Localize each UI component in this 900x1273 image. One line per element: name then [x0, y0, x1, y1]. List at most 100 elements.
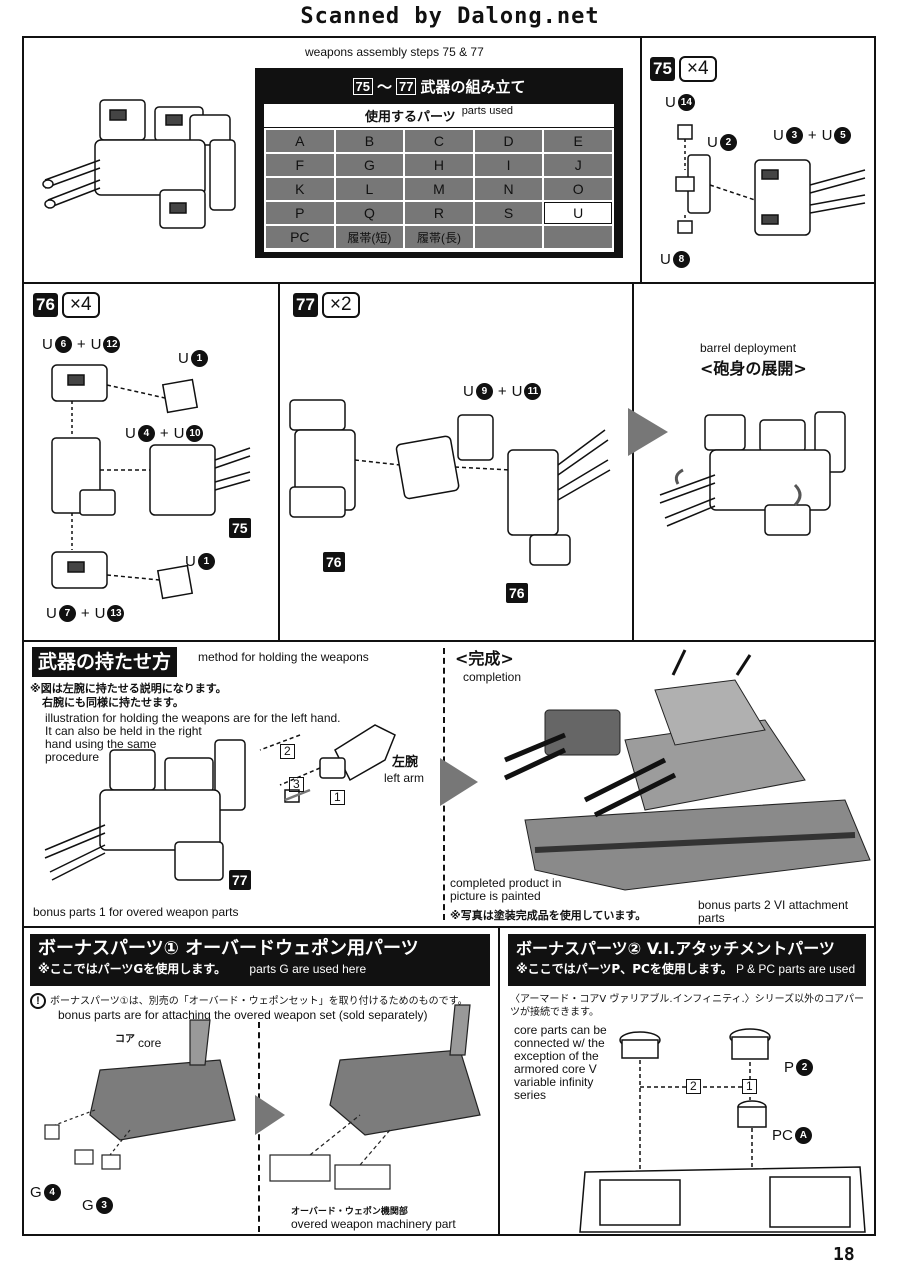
completion-jp: <完成> — [455, 649, 514, 668]
completion-note-jp: ※写真は塗装完成品を使用しています。 — [450, 909, 647, 922]
table-step-sep: ～ — [376, 78, 392, 96]
holding-step-1: 1 — [330, 790, 345, 805]
bonus2-note-jp: 〈アーマード・コアV ヴァリアブル.インフィニティ.〉シリーズ以外のコアパーツが… — [510, 994, 864, 1018]
bonus2-subtitle: ※ここではパーツP、PCを使用します。 P & PC parts are use… — [516, 962, 856, 976]
bonus1-note-jp: ボーナスパーツ①は、別売の「オーバード・ウェポンセット」を取り付けるためのもので… — [50, 995, 468, 1007]
ref-step-77: 77 — [229, 870, 251, 890]
bonus2-illustration — [579, 1028, 866, 1233]
parts-cell: O — [544, 178, 612, 200]
deploy-divider — [632, 282, 634, 642]
step77-illustration — [289, 399, 611, 566]
step75-illustration — [675, 124, 866, 236]
core-after-illustration — [269, 1004, 481, 1190]
left-arm-illustration — [259, 724, 396, 803]
step-multiplier: ×4 — [61, 292, 100, 318]
parts-cell: 履帯(短) — [335, 226, 404, 248]
bonus2-banner: ボーナスパーツ② V.I.アタッチメントパーツ ※ここではパーツP、PCを使用し… — [508, 934, 866, 986]
parts-cell: I — [474, 154, 543, 176]
parts-cell: S — [474, 202, 543, 224]
step-multiplier: ×2 — [321, 292, 360, 318]
holding-note-en-2: It can also be held in the right hand us… — [45, 724, 202, 764]
parts-cell: B — [335, 130, 404, 152]
core-label-en: core — [138, 1036, 162, 1050]
step75-badge: 75 ×4 — [650, 56, 717, 82]
parts-cell: K — [266, 178, 334, 200]
parts-cell: M — [405, 178, 473, 200]
top-caption: weapons assembly steps 75 & 77 — [305, 45, 484, 59]
parts-cell — [544, 226, 612, 248]
holding-note-en-1: illustration for holding the weapons are… — [45, 711, 341, 725]
left-arm-jp: 左腕 — [392, 755, 419, 770]
left-arm-en: left arm — [384, 771, 425, 785]
step-number: 76 — [33, 293, 58, 317]
arrow-right-icon — [440, 758, 478, 806]
completion-en: completion — [463, 670, 522, 684]
bonus1-note-en: bonus parts are for attaching the overed… — [58, 1008, 428, 1022]
step-multiplier: ×4 — [678, 56, 717, 82]
step76-badge: 76 ×4 — [33, 292, 100, 318]
bonus2-title: ボーナスパーツ② V.I.アタッチメントパーツ — [516, 939, 835, 958]
core-before-illustration — [44, 1019, 236, 1170]
table-step-from: 75 — [352, 77, 373, 95]
holding-en-title: method for holding the weapons — [198, 650, 369, 664]
parts-cell: J — [544, 154, 612, 176]
parts-cell: P — [266, 202, 334, 224]
parts-cell: R — [405, 202, 473, 224]
arrow-right-icon — [628, 408, 668, 456]
weapon-illustration-top — [42, 99, 236, 229]
parts-cell: A — [266, 130, 334, 152]
ref-step-75: 75 — [229, 518, 251, 538]
ref-step-76-right: 76 — [506, 583, 528, 603]
holding-weapon-illustration — [44, 739, 246, 881]
bonus2-label-en: bonus parts 2 VI attachment parts — [698, 898, 849, 925]
step-number: 77 — [293, 293, 318, 317]
bonus1-subtitle: ※ここではパーツGを使用します。 parts G are used here — [38, 962, 367, 976]
completion-note-en: completed product in picture is painted — [450, 876, 562, 903]
holding-note-jp-2: 右腕にも同様に持たせます。 — [42, 696, 184, 709]
parts-cell: N — [474, 178, 543, 200]
holding-note-jp-1: ※図は左腕に持たせる説明になります。 — [30, 682, 227, 695]
parts-cell: PC — [266, 226, 334, 248]
parts-cell: 履帯(長) — [405, 226, 473, 248]
deploy-jp: <砲身の展開> — [700, 359, 807, 378]
deploy-illustration — [659, 411, 846, 536]
table-title-jp: 武器の組み立て — [420, 77, 526, 96]
parts-table-title: 75 ～ 77 武器の組み立て — [258, 71, 620, 101]
parts-cell: U — [544, 202, 612, 224]
parts-cell: C — [405, 130, 473, 152]
ref-step-76-left: 76 — [323, 552, 345, 572]
subtitle-jp: 使用するパーツ — [364, 110, 456, 125]
bonus1-label-en: bonus parts 1 for overed weapon parts — [33, 905, 239, 919]
completed-product-photo — [503, 649, 871, 891]
arrow-right-icon — [255, 1095, 285, 1135]
parts-cell: G — [335, 154, 404, 176]
bonus1-note-row: ! ボーナスパーツ①は、別売の「オーバード・ウェポンセット」を取り付けるためのも… — [30, 993, 468, 1009]
table-step-to: 77 — [396, 77, 417, 95]
bonus1-title: ボーナスパーツ① オーバードウェポン用パーツ — [38, 938, 419, 959]
holding-banner: 武器の持たせ方 — [32, 647, 178, 677]
parts-cell: Q — [335, 202, 404, 224]
page-header: Scanned by Dalong.net — [300, 4, 600, 29]
deploy-en: barrel deployment — [700, 341, 797, 355]
parts-cell: F — [266, 154, 334, 176]
step77-badge: 77 ×2 — [293, 292, 360, 318]
bonus2-step-1: 1 — [742, 1079, 757, 1094]
holding-step-2: 2 — [280, 744, 295, 759]
machinery-en: overed weapon machinery part — [291, 1217, 456, 1231]
parts-cell: E — [544, 130, 612, 152]
bonus1-banner: ボーナスパーツ① オーバードウェポン用パーツ ※ここではパーツGを使用します。 … — [30, 934, 490, 986]
